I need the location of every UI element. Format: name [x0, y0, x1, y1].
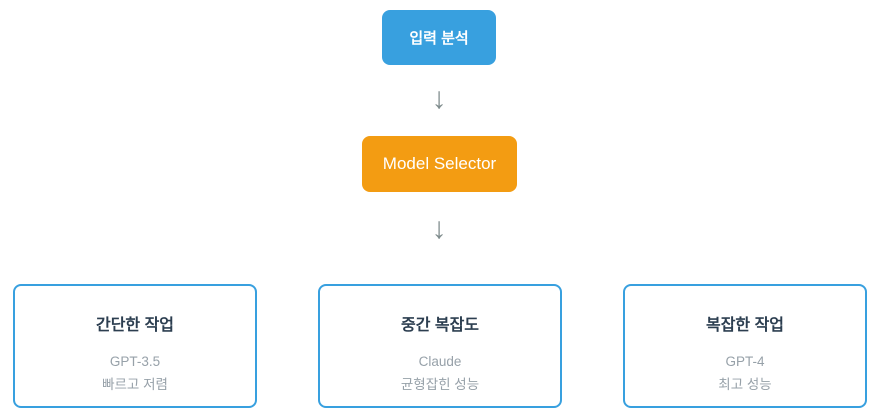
node-model-selector-label: Model Selector [382, 154, 497, 173]
model-options-row: 간단한 작업 GPT-3.5 빠르고 저렴 중간 복잡도 Claude 균형잡힌… [13, 284, 867, 408]
card-model-name: GPT-4 [725, 354, 765, 369]
node-input-analysis-label: 입력 분석 [409, 30, 469, 47]
card-title: 중간 복잡도 [400, 317, 480, 334]
node-input-analysis: 입력 분석 [382, 10, 496, 65]
card-complex-task: 복잡한 작업 GPT-4 최고 성능 [623, 284, 867, 408]
card-model-name: GPT-3.5 [109, 354, 161, 369]
card-title: 간단한 작업 [95, 317, 175, 334]
card-simple-task: 간단한 작업 GPT-3.5 빠르고 저렴 [13, 284, 257, 408]
card-description: 빠르고 저렴 [102, 377, 168, 392]
card-description: 균형잡힌 성능 [400, 377, 480, 392]
down-arrow-icon: ↓ [431, 212, 447, 245]
down-arrow-icon: ↓ [431, 82, 447, 115]
card-title: 복잡한 작업 [705, 317, 785, 334]
node-model-selector: Model Selector [362, 136, 517, 192]
card-description: 최고 성능 [718, 377, 772, 392]
card-model-name: Claude [418, 354, 462, 369]
card-medium-complexity: 중간 복잡도 Claude 균형잡힌 성능 [318, 284, 562, 408]
